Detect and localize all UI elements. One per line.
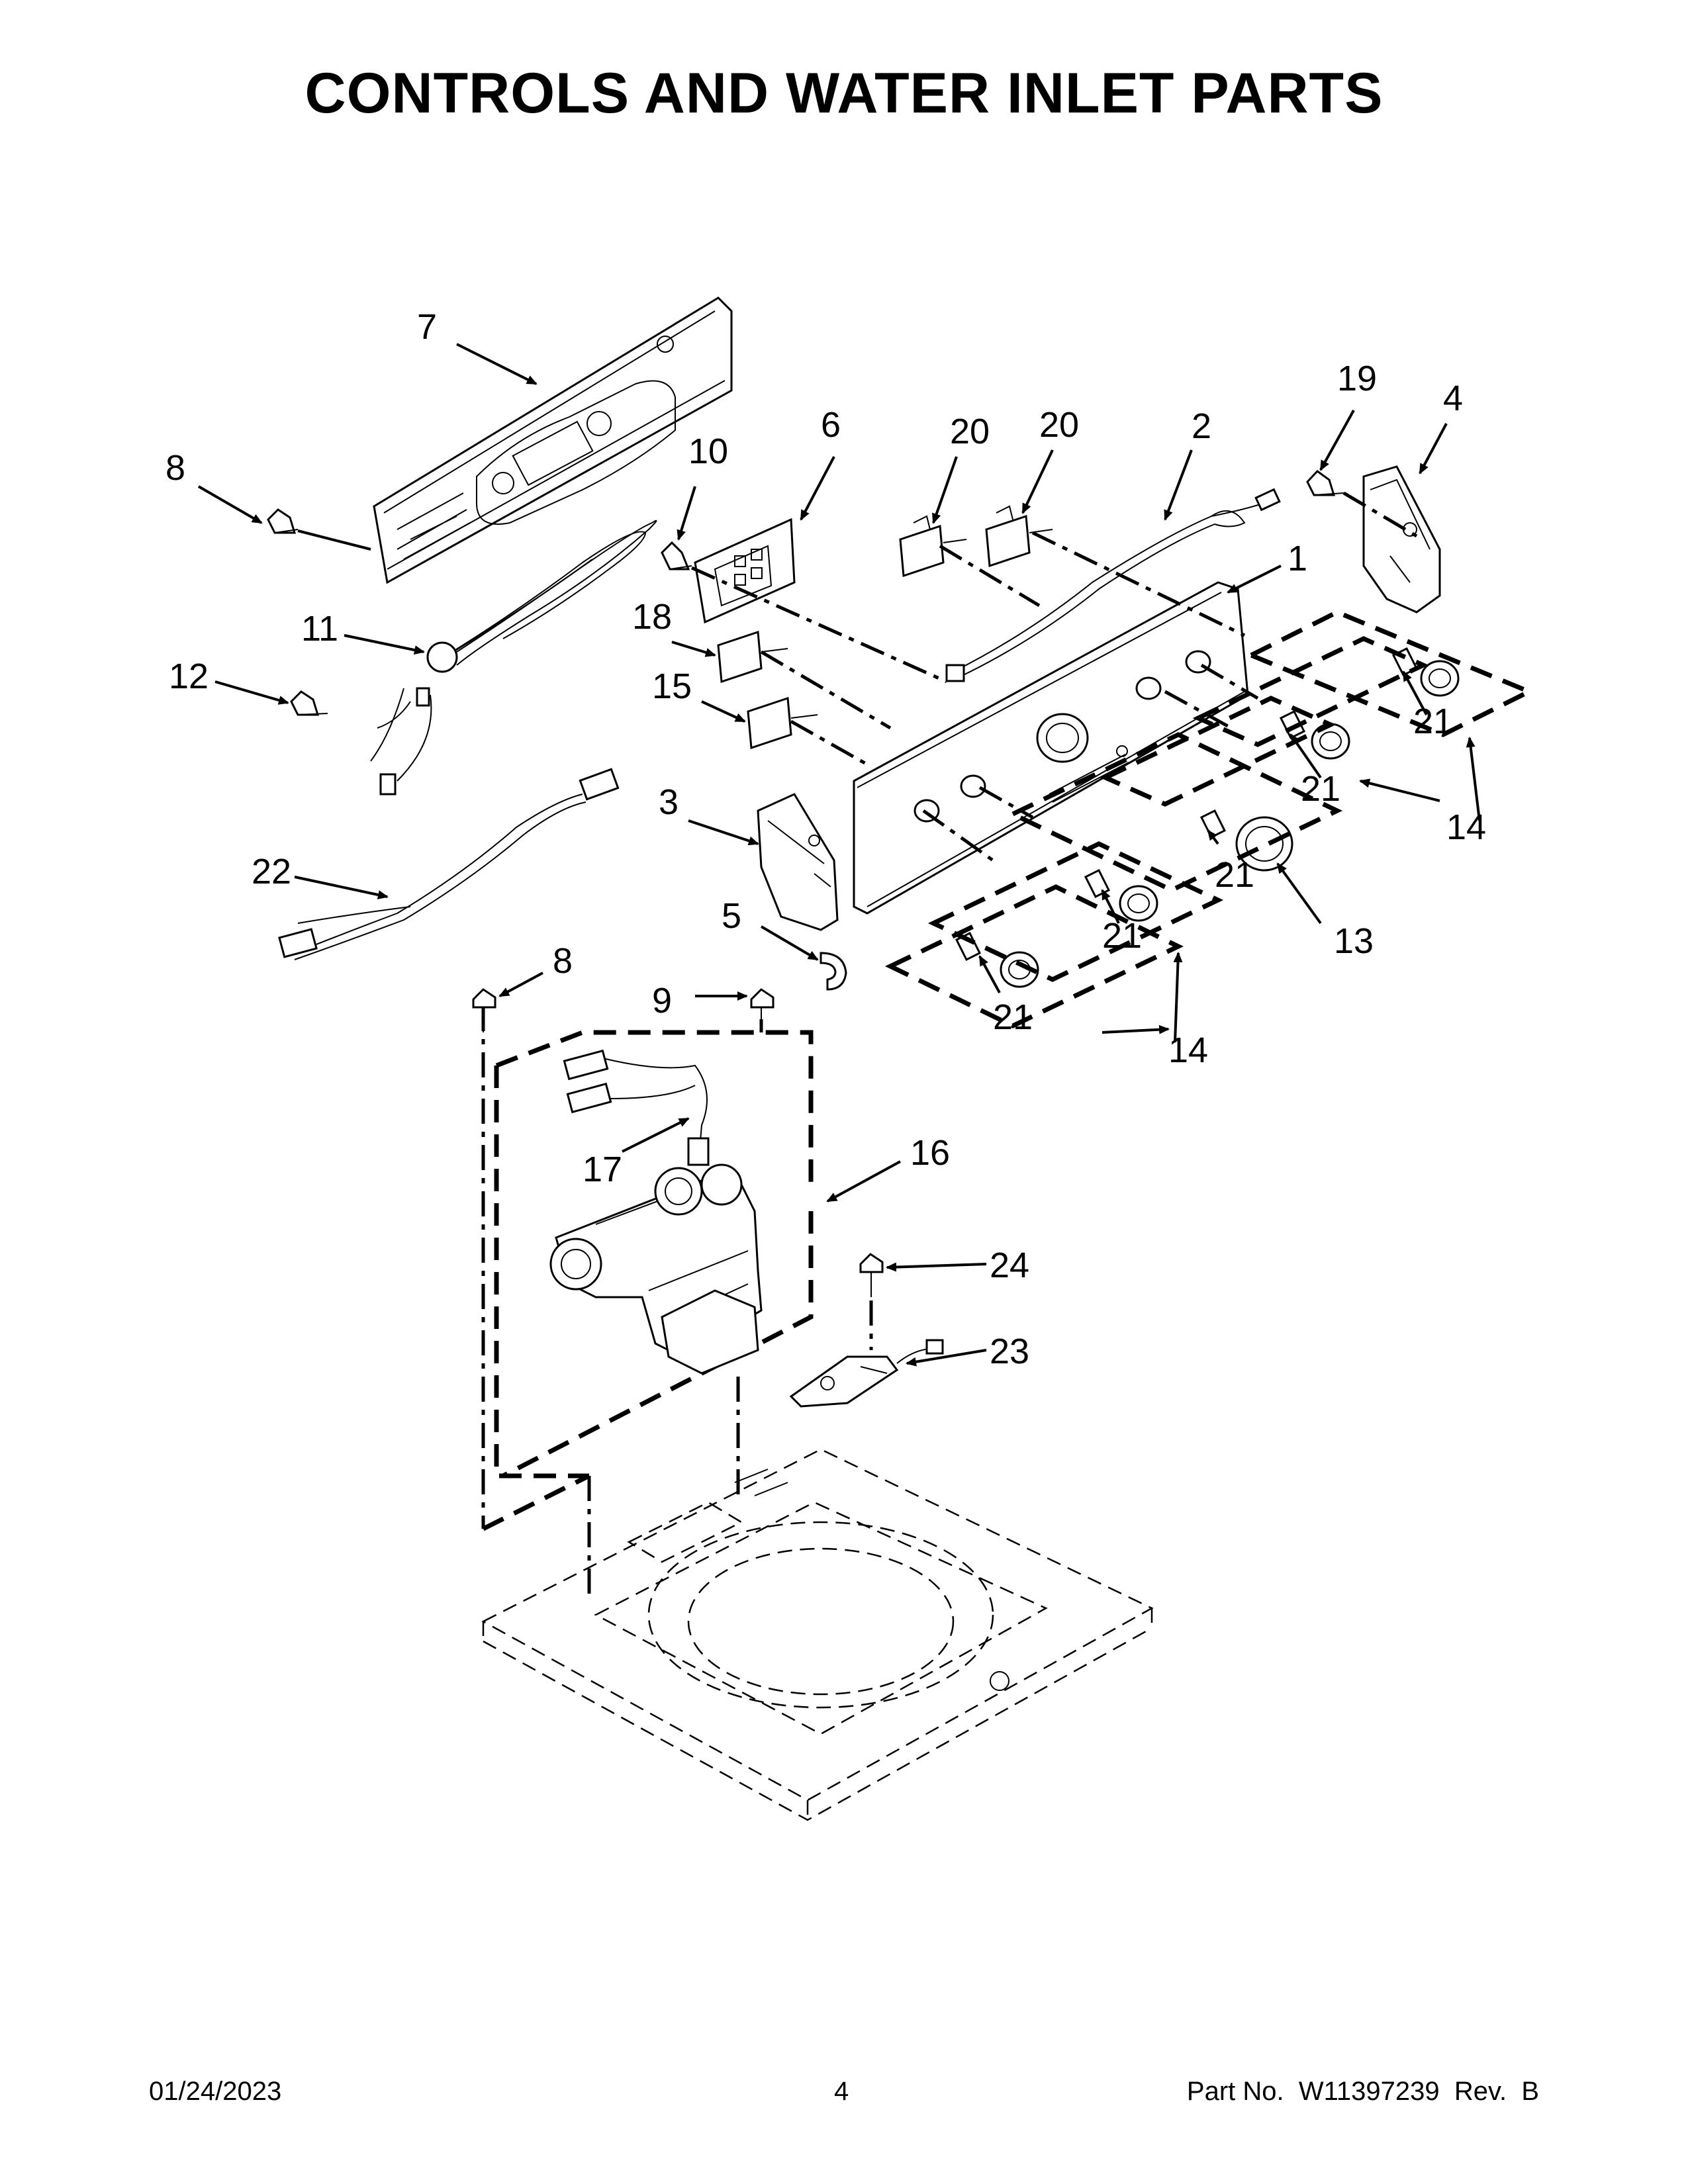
callout-11: 11: [301, 609, 338, 649]
callout-4: 4: [1443, 379, 1463, 418]
callout-3: 3: [659, 782, 679, 822]
callout-labels: 7 8 10 6 20 20 2 19 4 1 11 18 12 15 21 2…: [165, 307, 1486, 1371]
footer-date: 01/24/2023: [149, 2077, 282, 2106]
clip-part-5: [820, 952, 847, 991]
callout-17: 17: [583, 1150, 622, 1189]
callout-6: 6: [821, 405, 841, 445]
sensor-part-23: [789, 1339, 944, 1408]
screw-part-24: [859, 1253, 884, 1350]
callout-13: 13: [1334, 921, 1374, 961]
callout-22: 22: [252, 852, 291, 891]
callout-21-b: 21: [1301, 769, 1340, 809]
screw-part-10: [661, 541, 692, 570]
screw-part-12: [290, 690, 328, 716]
callout-24: 24: [990, 1246, 1029, 1285]
screw-part-8-upper: [267, 508, 371, 551]
wire-harness-part-2: [945, 488, 1281, 682]
screw-part-8-lower: [472, 988, 496, 1032]
water-valve-part-17: [549, 1049, 763, 1375]
control-console-part-1: [853, 581, 1249, 915]
callout-8: 8: [165, 448, 185, 488]
switch-part-20-left: [899, 515, 967, 578]
assembly-lines: [481, 491, 1418, 1529]
wire-harness-part-22: [278, 768, 620, 960]
knob-kit-boxes-part-14: [884, 610, 1535, 1028]
callout-18: 18: [632, 597, 672, 637]
switch-part-20-right: [985, 505, 1053, 568]
callout-5: 5: [722, 896, 741, 936]
screw-part-19: [1306, 470, 1344, 496]
callout-20-right: 20: [1039, 405, 1079, 445]
footer-part-number: Part No. W11397239 Rev. B: [1186, 2077, 1539, 2106]
callout-12: 12: [169, 657, 209, 696]
callout-14-lower: 14: [1168, 1030, 1208, 1070]
switch-part-18: [717, 630, 788, 684]
callout-10: 10: [688, 432, 728, 471]
washer-top-phantom: [481, 1448, 1154, 1821]
callout-19: 19: [1337, 359, 1377, 398]
knob-parts-part-21-13: [955, 647, 1460, 988]
screw-part-9: [750, 988, 774, 1032]
callout-2: 2: [1192, 406, 1211, 446]
callout-leaders: [197, 343, 1481, 1367]
callout-20-left: 20: [950, 412, 990, 451]
callout-21-c: 21: [1215, 855, 1254, 895]
callout-21-e: 21: [993, 997, 1033, 1037]
callout-16: 16: [910, 1133, 950, 1173]
callout-15: 15: [652, 666, 692, 706]
callout-8-lower: 8: [553, 941, 573, 981]
callout-7: 7: [417, 307, 437, 347]
page-title: CONTROLS AND WATER INLET PARTS: [305, 62, 1383, 125]
callout-21-d: 21: [1102, 916, 1142, 956]
callout-21-a: 21: [1413, 702, 1453, 741]
footer-page-number: 4: [834, 2077, 849, 2106]
wire-harness-part-11: [370, 520, 657, 796]
callout-9: 9: [652, 981, 672, 1021]
control-board-part-6: [694, 518, 796, 624]
callout-1: 1: [1288, 539, 1307, 578]
end-cap-part-4: [1362, 465, 1441, 614]
switch-part-15: [747, 696, 818, 750]
callout-14-upper: 14: [1446, 807, 1486, 847]
water-valve-kit-box-part-16: [482, 1030, 814, 1602]
rear-panel-part-7: [373, 296, 733, 584]
callout-23: 23: [990, 1332, 1029, 1371]
bracket-part-3: [757, 793, 839, 931]
